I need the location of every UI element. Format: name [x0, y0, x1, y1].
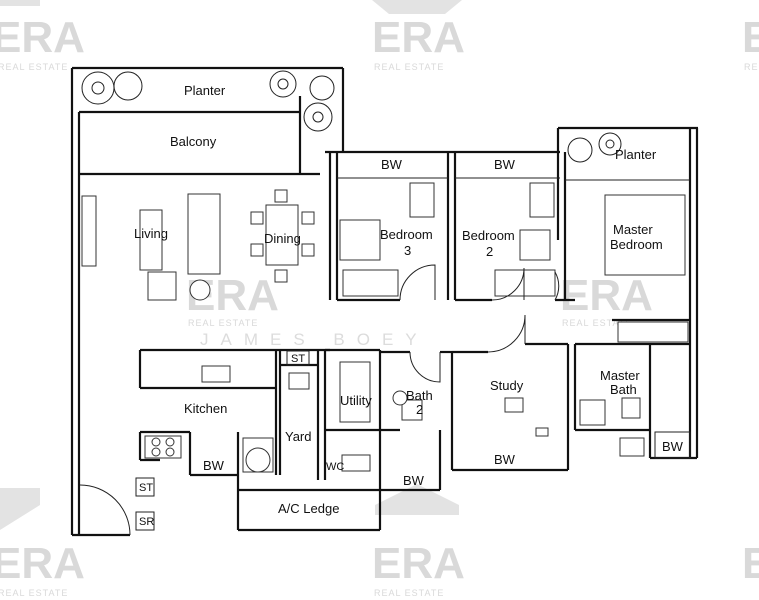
- bw-bedroom2-label: BW: [494, 157, 516, 172]
- master-bedroom-label-line2: Bedroom: [610, 237, 663, 252]
- era-logo-watermark: ERA REAL ESTATE: [0, 488, 85, 598]
- balcony-label: Balcony: [170, 134, 217, 149]
- era-logo-watermark: ERA REAL ESTATE: [0, 0, 85, 72]
- planter-trees: [81, 70, 622, 163]
- era-logo-watermark: ERA: [742, 539, 759, 588]
- yard-label: Yard: [285, 429, 312, 444]
- bw-bath-label: BW: [403, 473, 425, 488]
- sr-entry-label: SR: [139, 516, 154, 528]
- bedroom2-label-line1: Bedroom: [462, 228, 515, 243]
- bedroom3-label-line1: Bedroom: [380, 227, 433, 242]
- master-bath-label-line1: Master: [600, 368, 640, 383]
- bath2-label-line1: Bath: [406, 388, 433, 403]
- door-swings: [79, 264, 560, 536]
- bw-study-label: BW: [494, 452, 516, 467]
- svg-text:ERA: ERA: [560, 271, 653, 320]
- ac-ledge-label: A/C Ledge: [278, 501, 339, 516]
- outer-walls: [70, 66, 699, 537]
- wc-label: WC: [326, 461, 344, 473]
- interior-walls: [138, 152, 690, 530]
- bw-kitchen-label: BW: [203, 458, 225, 473]
- bath2-label-line2: 2: [416, 402, 423, 417]
- svg-text:ERA: ERA: [742, 539, 759, 588]
- master-bedroom-label-line1: Master: [613, 222, 653, 237]
- svg-text:REAL ESTATE: REAL ESTATE: [188, 318, 258, 328]
- bedroom3-label-line2: 3: [404, 243, 411, 258]
- svg-text:ERA: ERA: [0, 13, 85, 62]
- svg-text:REAL ESTATE: REAL ESTATE: [374, 588, 444, 598]
- room-labels: Planter Balcony Living Dining BW BW Plan…: [134, 83, 684, 528]
- bw-master-label: BW: [662, 439, 684, 454]
- svg-text:ERA: ERA: [0, 539, 85, 588]
- svg-text:ERA: ERA: [742, 13, 759, 62]
- study-label: Study: [490, 378, 524, 393]
- planter-top-label: Planter: [184, 83, 226, 98]
- era-logo-watermark: ERA REAL ESTATE: [372, 0, 465, 72]
- dining-label: Dining: [264, 231, 301, 246]
- svg-text:REAL ESTATE: REAL ESTATE: [562, 318, 632, 328]
- planter-master-label: Planter: [615, 147, 657, 162]
- st-kitchen-label: ST: [291, 353, 305, 365]
- era-logo-watermark: ERA RE: [742, 13, 759, 72]
- label-frames: [135, 350, 691, 531]
- master-bath-label-line2: Bath: [610, 382, 637, 397]
- kitchen-label: Kitchen: [184, 401, 227, 416]
- svg-text:ERA: ERA: [372, 539, 465, 588]
- era-logo-watermark: ERA REAL ESTATE: [372, 484, 465, 598]
- svg-text:REAL ESTATE: REAL ESTATE: [0, 62, 68, 72]
- st-entry-label: ST: [139, 482, 153, 494]
- utility-label: Utility: [340, 393, 372, 408]
- svg-text:ERA: ERA: [372, 13, 465, 62]
- bedroom2-label-line2: 2: [486, 244, 493, 259]
- svg-text:REAL ESTATE: REAL ESTATE: [0, 588, 68, 598]
- era-logo-watermark: ERA REAL ESTATE: [560, 271, 653, 328]
- bw-bedroom3-label: BW: [381, 157, 403, 172]
- living-label: Living: [134, 226, 168, 241]
- furniture: [81, 182, 689, 473]
- svg-text:REAL ESTATE: REAL ESTATE: [374, 62, 444, 72]
- svg-text:RE: RE: [744, 62, 759, 72]
- agent-name-watermark: JAMES BOEY: [200, 330, 429, 349]
